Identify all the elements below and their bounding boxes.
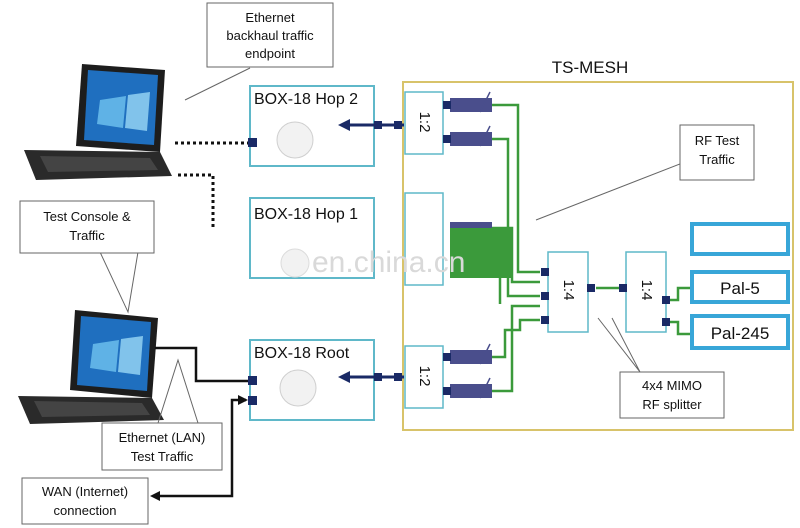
ts-mesh-title: TS-MESH [552,58,629,77]
root-in-arrowhead [238,395,248,405]
pal-245-box: Pal-245 [690,314,790,350]
svg-text:1:4: 1:4 [560,280,577,301]
attenuator-dial-lines [479,91,491,399]
splitter-bottom: 1:2 [404,345,444,409]
svg-text:connection: connection [54,503,117,518]
wan-arrowhead [150,491,160,501]
callout-rf-test-traffic: RF Test Traffic [535,124,755,221]
pal-top-box [690,222,790,256]
backhaul-dotted-link-2 [178,173,215,228]
callout-test-console: Test Console & Traffic [19,200,155,314]
svg-text:BOX-18 Hop 1: BOX-18 Hop 1 [254,206,358,223]
svg-text:Pal-5: Pal-5 [720,279,760,298]
svg-text:Test Console &: Test Console & [43,209,131,224]
callout-wan: WAN (Internet) connection [21,477,149,525]
splitter-1-4-b: 1:4 [625,251,667,333]
svg-text:Ethernet: Ethernet [245,10,295,25]
callout-mimo-splitter: 4x4 MIMO RF splitter [597,317,725,419]
box-hop1: BOX-18 Hop 1 [249,197,375,279]
svg-text:1:2: 1:2 [416,112,433,133]
svg-text:BOX-18 Root: BOX-18 Root [254,345,350,362]
rf-cables [492,103,692,393]
pal-5-box: Pal-5 [690,270,790,304]
svg-text:RF splitter: RF splitter [642,397,702,412]
rf-link-hop2 [338,119,404,131]
svg-text:Traffic: Traffic [699,152,735,167]
splitter-mid-block [404,192,444,286]
svg-text:1:2: 1:2 [416,366,433,387]
svg-text:Traffic: Traffic [69,228,105,243]
splitter-top: 1:2 [404,91,444,155]
watermark: en.china.cn [312,246,465,279]
rf-link-root [338,371,404,383]
svg-text:BOX-18 Hop 2: BOX-18 Hop 2 [254,91,358,108]
svg-text:Pal-245: Pal-245 [711,324,770,343]
splitter-ports [541,268,670,326]
laptop-top-icon [24,64,172,180]
green-combiner [450,228,512,278]
svg-text:WAN (Internet): WAN (Internet) [42,484,128,499]
laptop-bottom-icon [18,310,164,424]
port-squares [443,101,451,395]
svg-text:4x4 MIMO: 4x4 MIMO [642,378,702,393]
splitter-1-4-a: 1:4 [547,251,589,333]
svg-text:endpoint: endpoint [245,46,295,61]
svg-text:1:4: 1:4 [638,280,655,301]
svg-text:Test Traffic: Test Traffic [131,449,194,464]
ts-mesh-enclosure [402,81,794,431]
lan-cable [155,346,248,383]
callout-ethernet-lan: Ethernet (LAN) Test Traffic [101,358,223,471]
svg-text:Ethernet (LAN): Ethernet (LAN) [119,430,206,445]
callout-ethernet-backhaul: Ethernet backhaul traffic endpoint [184,2,334,101]
box-root: BOX-18 Root [248,339,375,421]
svg-text:backhaul traffic: backhaul traffic [226,28,314,43]
svg-text:RF Test: RF Test [695,133,740,148]
